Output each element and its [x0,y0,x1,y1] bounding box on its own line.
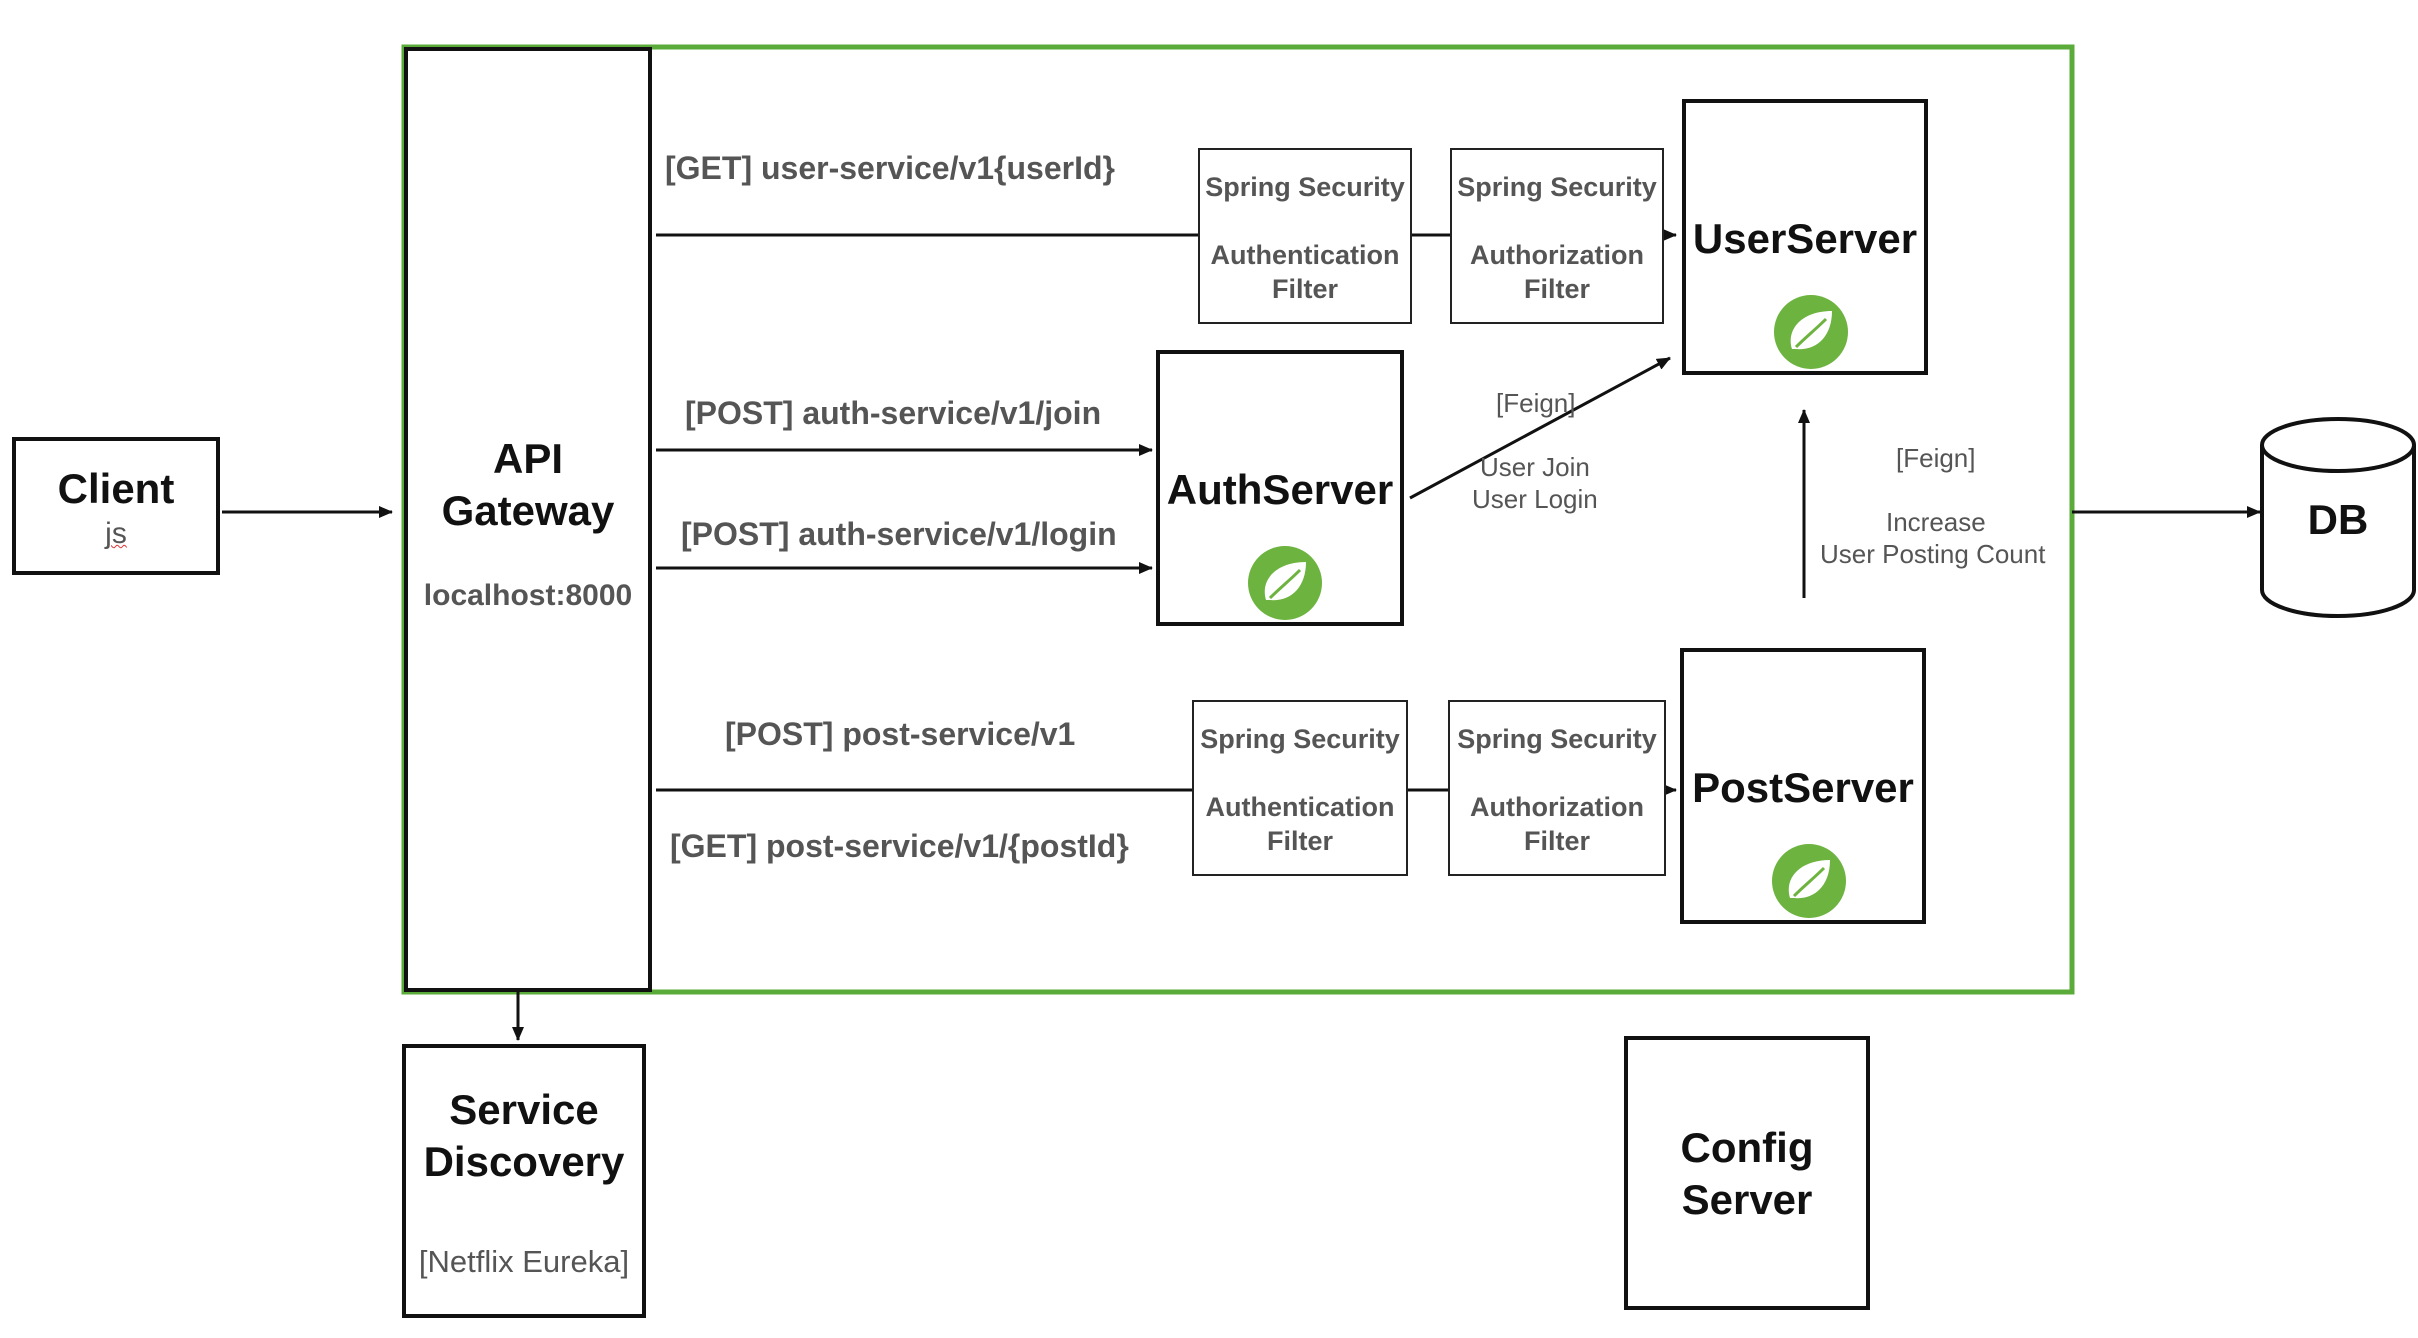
auth-server-title: AuthServer [1166,466,1394,513]
filter-spring-security-label: Spring Security [1457,172,1657,202]
auth-server-box: AuthServer [1156,350,1404,626]
db-label: DB [2307,496,2369,543]
client-box: Client js [12,437,220,575]
spring-leaf-icon [1772,844,1846,918]
user-server-box: UserServer [1682,99,1928,375]
gateway-address: localhost:8000 [423,579,633,612]
filter-spring-security-label: Spring Security [1457,724,1657,754]
arrow-auth-user-feign [1409,356,1671,500]
route-auth-join: [POST] auth-service/v1/join [685,395,1102,431]
feign-auth-line2: User Login [1472,484,1598,514]
user-server-title: UserServer [1692,215,1918,262]
discovery-title-line2: Discovery [423,1138,625,1185]
filter-spring-security-label: Spring Security [1205,172,1405,202]
service-discovery-box: Service Discovery [Netflix Eureka] [402,1044,646,1318]
api-gateway-box: API Gateway localhost:8000 [404,47,652,992]
feign-post-tag: [Feign] [1896,443,1976,473]
config-server-box: Config Server [1624,1036,1870,1310]
spring-leaf-icon [1774,295,1848,369]
discovery-subtitle: [Netflix Eureka] [418,1244,630,1279]
feign-auth-line1: User Join [1480,452,1590,482]
config-title-line2: Server [1681,1176,1813,1223]
client-title: Client [57,465,175,512]
route-auth-login: [POST] auth-service/v1/login [681,516,1117,552]
filter-spring-security-label: Spring Security [1200,724,1400,754]
discovery-title-line1: Service [449,1086,599,1133]
db-cylinder-icon [2260,417,2416,618]
feign-post-line2: User Posting Count [1820,539,2046,569]
post-server-title: PostServer [1692,764,1914,811]
config-title-line1: Config [1680,1124,1814,1171]
route-post-post: [POST] post-service/v1 [725,716,1076,752]
feign-post-line1: Increase [1886,507,1986,537]
gateway-title-line1: API [492,435,563,482]
gateway-title-line2: Gateway [441,487,615,534]
feign-auth-tag: [Feign] [1496,388,1576,418]
post-server-box: PostServer [1680,648,1926,924]
client-subtitle: js [105,517,127,550]
route-user-get: [GET] user-service/v1{userId} [665,150,1115,186]
spring-leaf-icon [1248,546,1322,620]
route-post-get: [GET] post-service/v1/{postId} [670,828,1129,864]
